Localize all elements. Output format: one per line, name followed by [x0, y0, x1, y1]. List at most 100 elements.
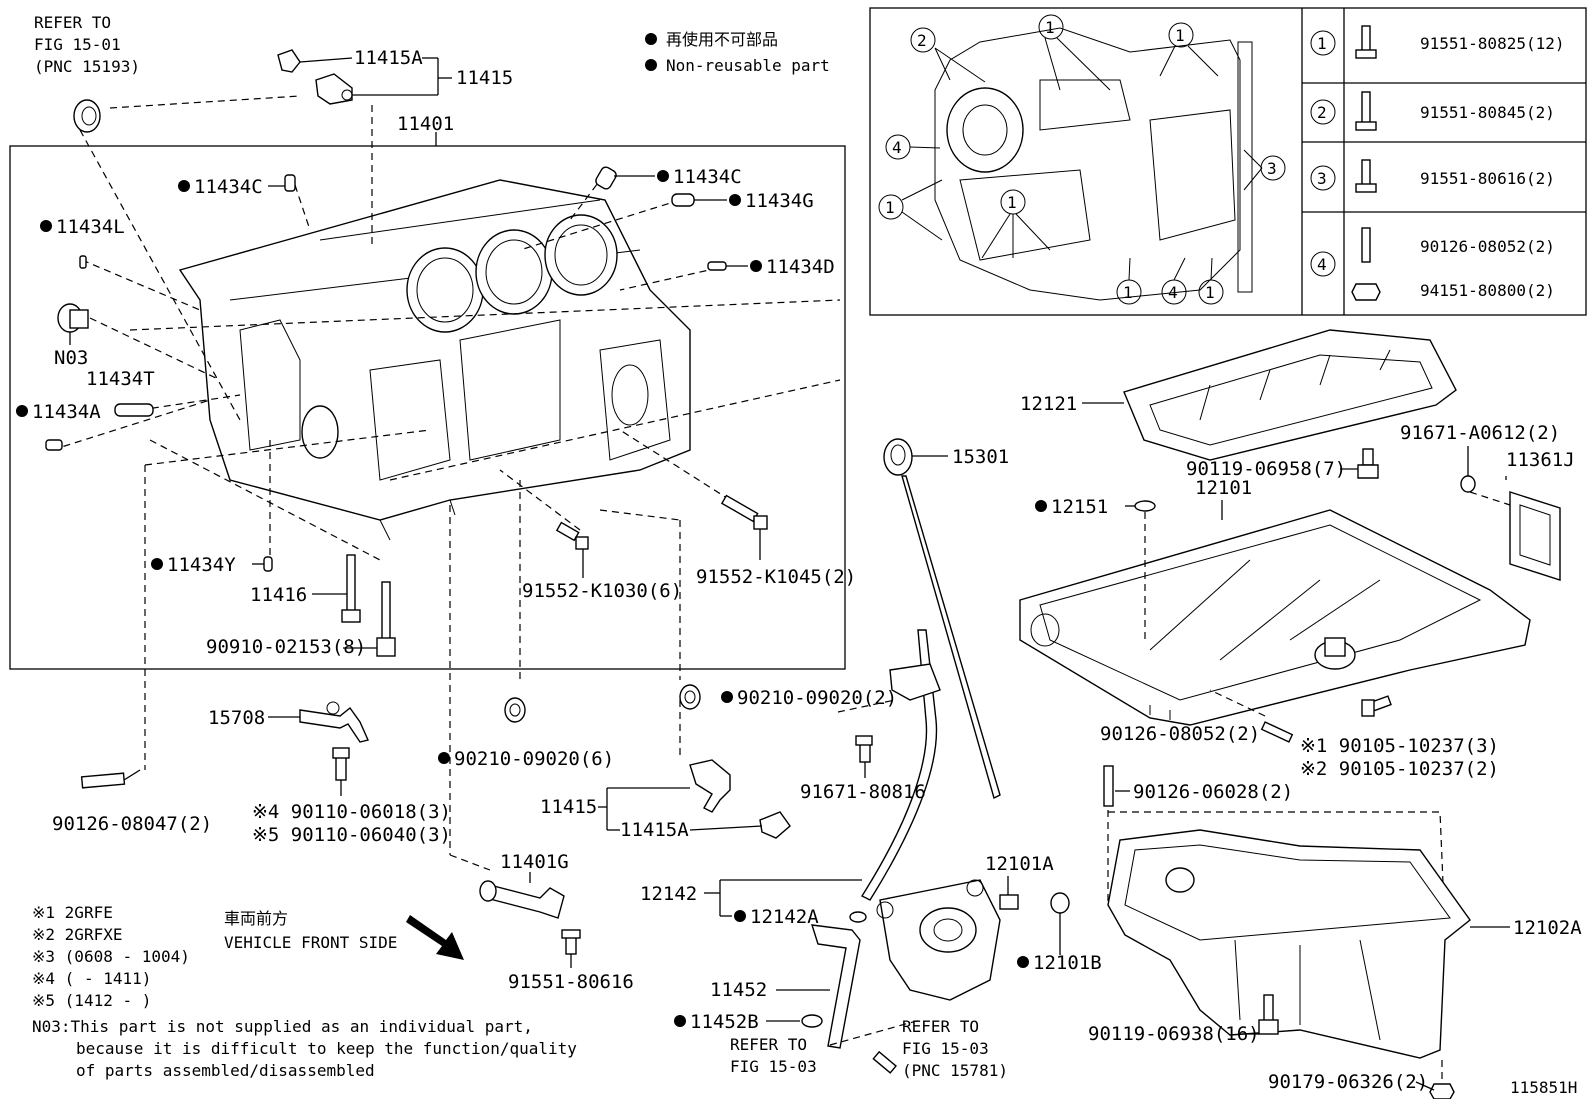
label-91671-80816[interactable]: 91671-80816 [800, 781, 926, 803]
label-12151[interactable]: 12151 [1051, 496, 1108, 518]
gasket-12101B[interactable] [1050, 892, 1070, 914]
label-90110-06018[interactable]: ※4 90110-06018(3) [252, 801, 451, 823]
gasket-12121[interactable] [1123, 329, 1457, 461]
label-11361J[interactable]: 11361J [1506, 449, 1575, 471]
label-90210-09020-2[interactable]: 90210-09020(2) [737, 687, 897, 709]
label-90910-02153[interactable]: 90910-02153(8) [206, 636, 366, 658]
bolt-91551-80616-bottom[interactable] [561, 929, 581, 955]
dipstick-guide-12142[interactable] [860, 629, 941, 901]
tube-11452[interactable] [811, 924, 861, 1049]
table-part-4b[interactable]: 94151-80800(2) [1420, 281, 1555, 300]
pin-11434A[interactable] [45, 439, 63, 451]
label-11434A[interactable]: 11434A [32, 401, 101, 423]
label-11415-bottom[interactable]: 11415 [540, 796, 597, 818]
label-11452[interactable]: 11452 [710, 979, 767, 1001]
label-90110-06040[interactable]: ※5 90110-06040(3) [252, 824, 451, 846]
label-11415-top[interactable]: 11415 [456, 67, 513, 89]
label-11434Y[interactable]: 11434Y [167, 554, 236, 576]
label-15301[interactable]: 15301 [952, 446, 1009, 468]
label-90119-06958[interactable]: 90119-06958(7) [1186, 458, 1346, 480]
oil-pan-12102A[interactable] [1107, 829, 1471, 1059]
label-91552-K1030[interactable]: 91552-K1030(6) [522, 580, 682, 602]
pin-11434C-right[interactable] [594, 165, 618, 190]
label-11415A-bottom[interactable]: 11415A [620, 819, 689, 841]
label-12101[interactable]: 12101 [1195, 477, 1252, 499]
pin-11434Y[interactable] [263, 556, 273, 572]
refer-fig-15-03-a[interactable]: REFER TO FIG 15-03 [730, 1035, 817, 1076]
label-11434C-right[interactable]: 11434C [673, 166, 742, 188]
label-90210-09020-6[interactable]: 90210-09020(6) [454, 748, 614, 770]
label-91552-K1045[interactable]: 91552-K1045(2) [696, 566, 856, 588]
label-11434T[interactable]: 11434T [86, 368, 155, 390]
label-11434G[interactable]: 11434G [745, 190, 814, 212]
plug-12101A[interactable] [999, 894, 1019, 910]
label-90126-06028[interactable]: 90126-06028(2) [1133, 781, 1293, 803]
oring-12151[interactable] [1134, 500, 1156, 512]
label-12102A[interactable]: 12102A [1513, 917, 1582, 939]
label-12142[interactable]: 12142 [640, 883, 697, 905]
pin-11434T[interactable] [114, 403, 154, 417]
bolt-90119-06958[interactable] [1357, 448, 1379, 479]
label-91551-80616-bottom[interactable]: 91551-80616 [508, 971, 634, 993]
label-11415A-top[interactable]: 11415A [354, 47, 423, 69]
label-90105-10237-1[interactable]: ※1 90105-10237(3) [1300, 735, 1499, 757]
bolt-90110[interactable] [332, 747, 350, 781]
label-11401[interactable]: 11401 [397, 113, 454, 135]
bolt-90910-02153[interactable] [376, 581, 396, 657]
gasket-90210-6[interactable] [504, 697, 526, 723]
table-part-3[interactable]: 91551-80616(2) [1420, 169, 1555, 188]
gasket-90210-2[interactable] [679, 684, 701, 710]
label-12142A[interactable]: 12142A [750, 906, 819, 928]
label-90105-10237-2[interactable]: ※2 90105-10237(2) [1300, 758, 1499, 780]
stud-90126-08052[interactable] [1260, 721, 1294, 743]
dipstick-15301[interactable] [883, 438, 1001, 800]
oil-pan-12101[interactable] [1019, 509, 1531, 726]
oil-filter-bracket[interactable] [876, 879, 1001, 1001]
bolt-91552-K1045[interactable] [720, 494, 768, 530]
pin-11434G[interactable] [671, 193, 695, 207]
label-90126-08047[interactable]: 90126-08047(2) [52, 813, 212, 835]
stud-90126-06028[interactable] [1103, 765, 1114, 807]
stud-90126-08047[interactable] [80, 772, 126, 789]
label-11434D[interactable]: 11434D [766, 256, 835, 278]
bolt-91671-A0612[interactable] [1460, 475, 1476, 493]
bracket-15708[interactable] [299, 701, 369, 743]
oring-12142A[interactable] [849, 911, 867, 923]
refer-fig-15-03-b[interactable]: REFER TO FIG 15-03 (PNC 15781) [902, 1017, 1008, 1080]
label-90179-06326[interactable]: 90179-06326(2) [1268, 1071, 1428, 1093]
refer-fig-15-01[interactable]: REFER TO FIG 15-01 (PNC 15193) [34, 13, 140, 76]
label-90126-08052-b[interactable]: 90126-08052(2) [1100, 723, 1260, 745]
bolt-91552-K1030[interactable] [555, 521, 589, 550]
stud-11416[interactable] [341, 554, 361, 623]
oil-jet-11415-top[interactable] [277, 49, 353, 105]
cover-11361J[interactable] [1509, 491, 1561, 581]
bolt-91671-80816[interactable] [855, 735, 873, 763]
label-91671-A0612[interactable]: 91671-A0612(2) [1400, 422, 1560, 444]
cylinder-block[interactable] [178, 179, 691, 541]
label-12101A[interactable]: 12101A [985, 853, 1054, 875]
plug-N03[interactable] [57, 303, 89, 333]
label-11416[interactable]: 11416 [250, 584, 307, 606]
table-part-4a[interactable]: 90126-08052(2) [1420, 237, 1555, 256]
table-part-1[interactable]: 91551-80825(12) [1420, 34, 1565, 53]
label-11401G[interactable]: 11401G [500, 851, 569, 873]
bolt-bottom-mid[interactable] [872, 1050, 897, 1074]
label-11434L[interactable]: 11434L [56, 216, 125, 238]
oil-seal-part[interactable] [73, 99, 101, 133]
bolt-90105-10237[interactable] [1361, 695, 1392, 717]
label-90119-06938[interactable]: 90119-06938(16) [1088, 1023, 1260, 1045]
oring-11452B[interactable] [801, 1014, 823, 1028]
plug-90179-06326[interactable] [1429, 1083, 1455, 1099]
label-11434C-left[interactable]: 11434C [194, 176, 263, 198]
table-part-2[interactable]: 91551-80845(2) [1420, 103, 1555, 122]
label-12121[interactable]: 12121 [1020, 393, 1077, 415]
pin-11434C-left[interactable] [284, 174, 296, 192]
oil-jet-11415-bottom[interactable] [689, 759, 791, 839]
bolt-90119-06938[interactable] [1258, 994, 1279, 1035]
pin-11434L[interactable] [79, 255, 87, 269]
pin-11434D[interactable] [707, 261, 727, 271]
label-11452B[interactable]: 11452B [690, 1011, 759, 1033]
label-12101B[interactable]: 12101B [1033, 952, 1102, 974]
label-N03[interactable]: N03 [54, 347, 88, 369]
sensor-11401G[interactable] [479, 880, 565, 919]
